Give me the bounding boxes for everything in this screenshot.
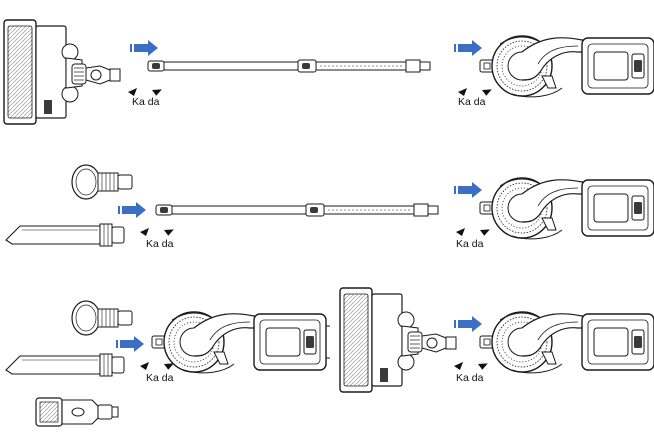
row1-click-label-2: Ka da bbox=[458, 96, 486, 108]
row3-crevice-tool bbox=[6, 354, 124, 376]
row3-left-main-unit bbox=[152, 312, 330, 373]
row2-click-ticks-2 bbox=[456, 226, 490, 237]
row2-click-label-2: Ka da bbox=[456, 238, 484, 250]
row1-click-label-1: Ka da bbox=[132, 96, 160, 108]
row2-main-unit bbox=[480, 178, 654, 239]
row2-crevice-tool bbox=[6, 224, 124, 246]
row3-floor-brush bbox=[340, 288, 456, 392]
row2-tube bbox=[156, 204, 438, 216]
row3-left-push-arrow bbox=[116, 336, 144, 352]
row2-click-label-1: Ka da bbox=[146, 238, 174, 250]
row3-mini-brush bbox=[36, 398, 118, 426]
row3-left-click-label: Ka da bbox=[146, 372, 174, 384]
row2-push-arrow-2 bbox=[454, 182, 482, 198]
row3-right-push-arrow bbox=[454, 316, 482, 332]
row1-push-arrow-1 bbox=[130, 40, 158, 56]
row1-tube bbox=[148, 60, 430, 72]
row2-round-brush bbox=[72, 165, 132, 199]
row1-push-arrow-2 bbox=[454, 40, 482, 56]
row1-main-unit bbox=[480, 36, 654, 97]
row3-right-click-label: Ka da bbox=[456, 372, 484, 384]
row2-push-arrow-1 bbox=[118, 202, 146, 218]
row2-click-ticks-1 bbox=[140, 226, 174, 237]
row3-right-main-unit bbox=[480, 312, 654, 373]
row3-round-brush bbox=[72, 301, 132, 335]
row3-left-click-ticks bbox=[140, 360, 174, 371]
row3-right-click-ticks bbox=[454, 360, 488, 371]
row1-floor-brush bbox=[4, 20, 120, 124]
